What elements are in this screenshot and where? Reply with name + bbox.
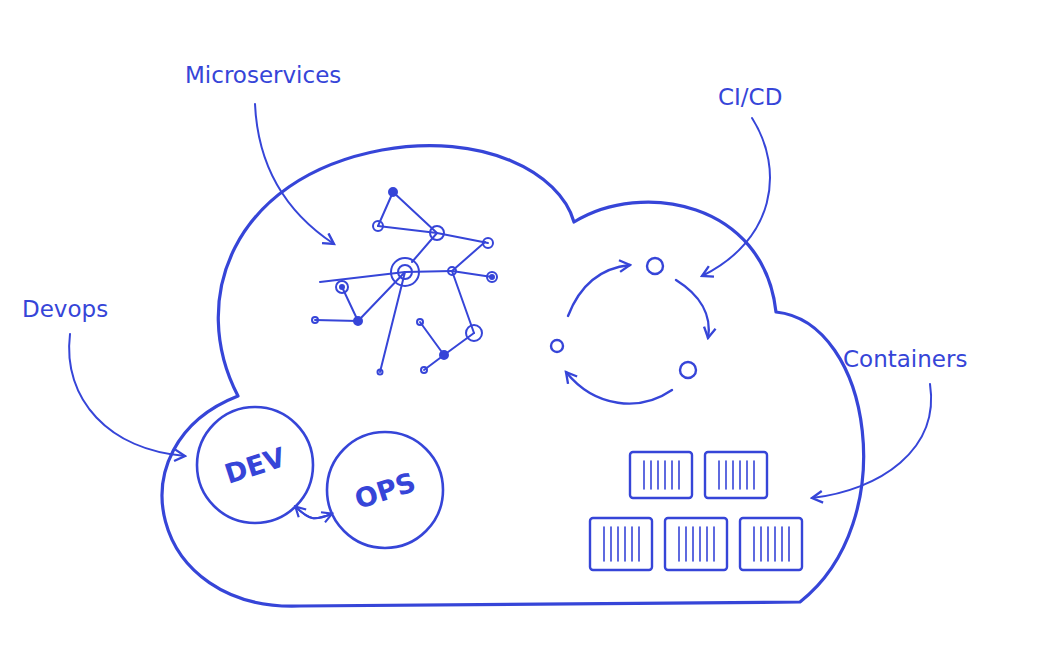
container-hatch	[781, 527, 783, 561]
circle-node: OPS	[325, 430, 445, 550]
node-label: OPS	[351, 466, 420, 515]
container-hatch	[739, 461, 741, 489]
circle-node: DEV	[195, 405, 315, 525]
container-hatch	[774, 527, 776, 561]
container-hatch	[678, 527, 680, 561]
callout-label: Devops	[22, 296, 108, 324]
cicd-cycle	[551, 258, 709, 404]
container-hatch	[631, 527, 633, 561]
container-hatch	[732, 461, 734, 489]
cloud-outline	[162, 146, 863, 607]
callout-label: Containers	[843, 346, 967, 374]
leader-line	[812, 384, 931, 498]
container-hatch	[603, 527, 605, 561]
leader-line	[255, 104, 334, 244]
callout-label: CI/CD	[718, 84, 782, 112]
callout-label: Microservices	[185, 62, 341, 90]
container-hatch	[746, 461, 748, 489]
container-hatch	[643, 461, 645, 489]
container-stack	[590, 452, 802, 570]
container-hatch	[692, 527, 694, 561]
container-hatch	[638, 527, 640, 561]
container-hatch	[718, 461, 720, 489]
container-hatch	[678, 461, 680, 489]
container-hatch	[699, 527, 701, 561]
circle-shape	[197, 407, 313, 523]
container-hatch	[657, 461, 659, 489]
node-label: DEV	[221, 441, 289, 490]
container-hatch	[664, 461, 666, 489]
container-hatch	[671, 461, 673, 489]
container-hatch	[725, 461, 727, 489]
container-hatch	[753, 461, 755, 489]
container-hatch	[685, 527, 687, 561]
leader-line	[69, 334, 185, 456]
connector-arrow	[295, 507, 332, 519]
container-hatch	[624, 527, 626, 561]
container-hatch	[610, 527, 612, 561]
container-hatch	[767, 527, 769, 561]
container-hatch	[760, 527, 762, 561]
microservices-network	[312, 188, 497, 375]
leader-line	[702, 118, 770, 276]
container-hatch	[706, 527, 708, 561]
container-hatch	[753, 527, 755, 561]
circle-shape	[327, 432, 443, 548]
container-hatch	[713, 527, 715, 561]
connector-arrow	[295, 507, 332, 519]
container-hatch	[617, 527, 619, 561]
container-hatch	[788, 527, 790, 561]
container-hatch	[650, 461, 652, 489]
